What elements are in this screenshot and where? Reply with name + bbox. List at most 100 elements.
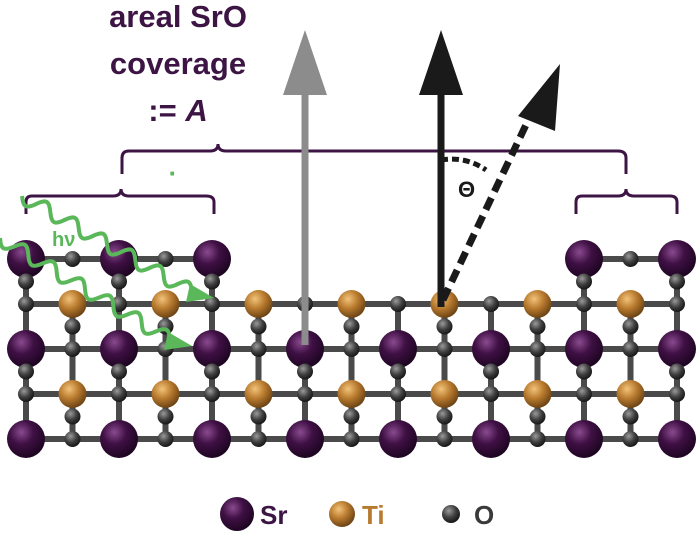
o-atom: [111, 363, 127, 380]
dashed-arrow-head: [518, 64, 560, 131]
sr-atom: [100, 420, 138, 458]
o-atom: [669, 386, 685, 402]
o-atom: [204, 296, 220, 312]
sr-atom: [379, 330, 417, 368]
dashed-arrow-shaft: [439, 108, 537, 302]
o-atom: [622, 408, 639, 425]
photon-wave-lower: [0, 237, 172, 341]
o-atom: [529, 408, 546, 425]
emission-arrows: [283, 30, 560, 345]
o-atom: [622, 341, 639, 357]
lattice-atoms: [7, 240, 696, 458]
o-atom: [529, 318, 546, 335]
o-atom: [297, 363, 313, 380]
photon-wave-upper: [20, 195, 194, 293]
sr-atom: [658, 420, 696, 458]
ti-atom: [58, 290, 87, 318]
sr-atom: [7, 240, 45, 278]
o-atom: [250, 341, 267, 357]
o-atom: [436, 431, 453, 447]
o-atom: [64, 408, 81, 425]
o-atom: [483, 386, 499, 402]
o-atom: [622, 318, 639, 335]
o-atom: [622, 251, 639, 267]
o-atom: [204, 363, 220, 380]
o-atom: [529, 341, 546, 357]
ti-atom: [244, 290, 273, 318]
o-atom: [64, 431, 81, 447]
o-atom: [436, 341, 453, 357]
o-atom: [18, 363, 34, 380]
o-atom: [111, 273, 127, 290]
coverage-title-line3: := A: [148, 93, 207, 128]
photon-label: hν: [52, 229, 75, 251]
legend-o-swatch: [442, 505, 460, 523]
ti-atom: [523, 290, 552, 318]
o-atom: [390, 363, 406, 380]
ti-atom: [337, 380, 366, 408]
o-atom: [529, 431, 546, 447]
ti-atom: [58, 380, 87, 408]
sr-atom: [7, 330, 45, 368]
legend-ti-swatch: [329, 501, 355, 527]
sr-atom: [286, 420, 324, 458]
o-atom: [204, 273, 220, 290]
o-atom: [576, 363, 592, 380]
o-atom: [669, 273, 685, 290]
o-atom: [250, 408, 267, 425]
o-atom: [204, 386, 220, 402]
o-atom: [436, 318, 453, 335]
o-atom: [622, 431, 639, 447]
photon-head-upper: [186, 284, 214, 302]
o-atom: [157, 408, 174, 425]
o-atom: [250, 318, 267, 335]
o-atom: [576, 273, 592, 290]
dot-label: ·: [169, 158, 178, 188]
o-atom: [64, 251, 81, 267]
ti-atom: [337, 290, 366, 318]
o-atom: [576, 386, 592, 402]
o-atom: [18, 386, 34, 402]
legend-ti-label: Ti: [362, 500, 385, 530]
o-atom: [64, 341, 81, 357]
sr-atom: [658, 240, 696, 278]
sr-atom: [193, 330, 231, 368]
o-atom: [18, 296, 34, 312]
o-atom: [390, 296, 406, 312]
ti-atom: [430, 380, 459, 408]
right-small-bracket: [574, 188, 679, 214]
coverage-brackets: [24, 143, 679, 214]
o-atom: [64, 318, 81, 335]
o-atom: [483, 363, 499, 380]
o-atom: [157, 251, 174, 267]
black-arrow-head: [419, 30, 463, 95]
sr-atom: [472, 330, 510, 368]
o-atom: [343, 431, 360, 447]
big-bracket: [120, 143, 628, 174]
coverage-title-line2: coverage: [110, 46, 246, 81]
o-atom: [297, 386, 313, 402]
o-atom: [343, 318, 360, 335]
ti-atom: [523, 380, 552, 408]
o-atom: [669, 296, 685, 312]
sr-atom: [286, 330, 324, 368]
ti-atom: [616, 290, 645, 318]
sr-atom: [193, 420, 231, 458]
sr-atom: [565, 420, 603, 458]
legend-o-label: O: [474, 500, 494, 530]
theta-arc: [440, 156, 488, 173]
sr-atom: [100, 330, 138, 368]
o-atom: [436, 408, 453, 425]
left-small-bracket: [24, 188, 216, 214]
o-atom: [18, 273, 34, 290]
sr-atom: [379, 420, 417, 458]
theta-label: Θ: [458, 177, 475, 202]
o-atom: [157, 431, 174, 447]
o-atom: [390, 386, 406, 402]
sr-atom: [7, 420, 45, 458]
o-atom: [111, 386, 127, 402]
o-atom: [343, 341, 360, 357]
ti-atom: [151, 380, 180, 408]
o-atom: [483, 296, 499, 312]
